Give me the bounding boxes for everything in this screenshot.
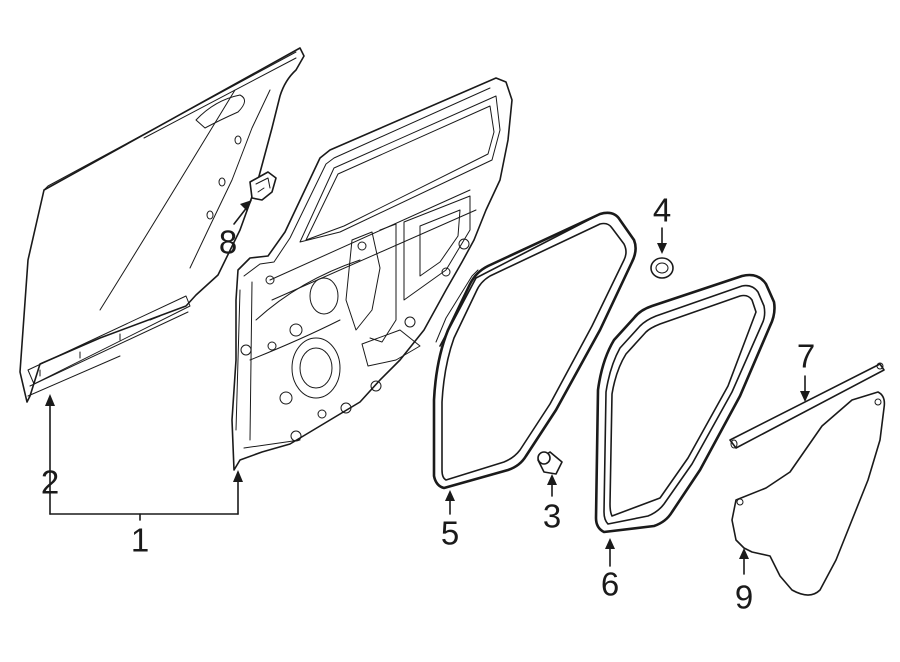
door-plug: [537, 451, 563, 475]
callout-2: 2: [40, 463, 60, 501]
arrow-6: [605, 538, 615, 549]
arrow-7: [800, 391, 810, 402]
door-bracket: [249, 171, 277, 201]
callout-7: 7: [796, 337, 816, 375]
door-outer-skin-panel: [19, 47, 305, 403]
arrow-5: [445, 490, 455, 501]
door-weatherstrip: [432, 211, 637, 490]
door-inner-panel: [231, 77, 513, 471]
leader-lines: [45, 200, 810, 575]
arrow-1: [233, 470, 243, 482]
body-weatherstrip: [594, 273, 776, 534]
arrow-8: [240, 200, 252, 211]
callout-3: 3: [542, 497, 562, 535]
callout-9: 9: [734, 578, 754, 616]
arrow-4: [657, 243, 667, 254]
water-shield: [731, 391, 886, 596]
callout-4: 4: [652, 191, 672, 229]
grommet: [650, 257, 674, 279]
callout-1: 1: [130, 521, 150, 559]
door-channel-strip: [729, 362, 885, 449]
callout-8: 8: [218, 223, 238, 261]
arrow-3: [547, 474, 557, 485]
callout-5: 5: [440, 514, 460, 552]
arrow-2: [45, 394, 55, 406]
callout-6: 6: [600, 565, 620, 603]
arrow-9: [739, 548, 749, 559]
